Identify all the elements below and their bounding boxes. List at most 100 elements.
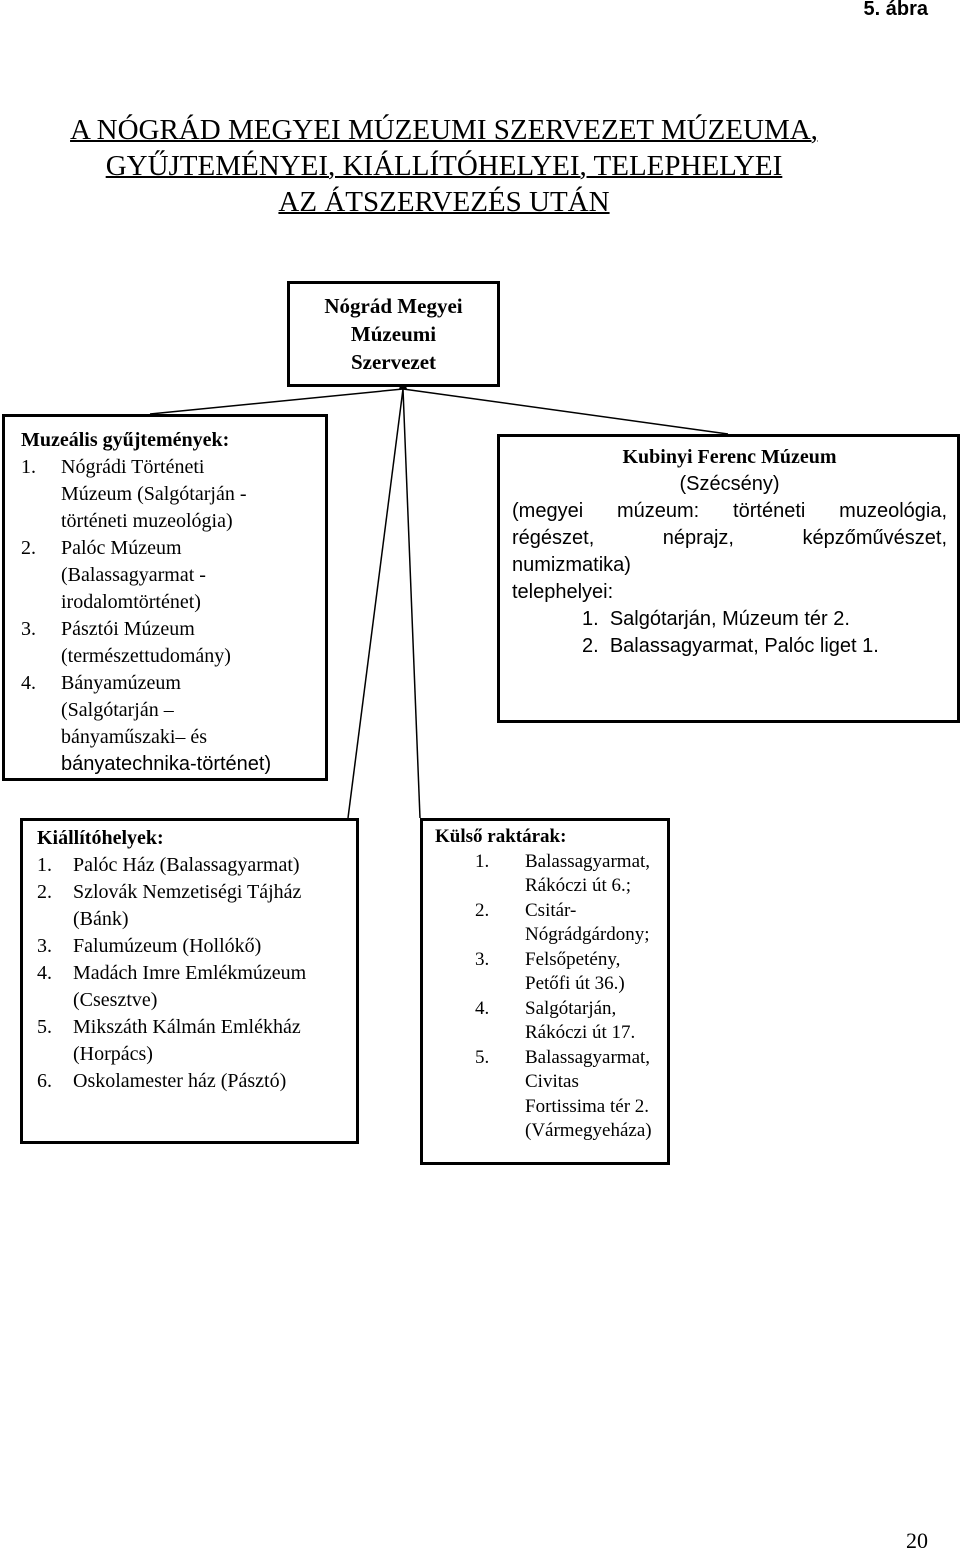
item-line: Rákóczi út 6.; <box>525 875 632 896</box>
item-number: 1. <box>37 854 52 876</box>
connector-root-to-storage <box>402 388 421 819</box>
item-line: történeti muzeológia) <box>61 510 233 532</box>
item-line: Múzeum (Salgótarján - <box>61 483 247 505</box>
connector-root-to-collections <box>149 388 404 415</box>
item-number: 6. <box>37 1070 52 1092</box>
item-text: Bányamúzeum (Salgótarján – bányaműszaki–… <box>61 670 271 778</box>
item-line: Bányamúzeum <box>61 672 181 694</box>
list-item: 6. Oskolamester ház (Pásztó) <box>37 1068 356 1095</box>
kubinyi-desc-line-1: (megyei múzeum: történeti muzeológia, <box>512 500 947 522</box>
item-number: 5. <box>475 1046 490 1068</box>
collections-list: 1. Nógrádi Történeti Múzeum (Salgótarján… <box>21 454 325 778</box>
item-text: Madách Imre Emlékmúzeum (Csesztve) <box>73 960 306 1014</box>
list-item: 2. Szlovák Nemzetiségi Tájház (Bánk) <box>37 879 356 933</box>
item-line: (Balassagyarmat - <box>61 564 206 586</box>
title-line-1: A NÓGRÁD MEGYEI MÚZEUMI SZERVEZET MÚZEUM… <box>70 114 818 146</box>
item-number: 2. <box>582 635 599 657</box>
kubinyi-title: Kubinyi Ferenc Múzeum <box>622 446 837 468</box>
item-number: 1. <box>582 608 599 630</box>
item-line: (Vármegyeháza) <box>525 1120 652 1141</box>
item-line: Palóc Ház (Balassagyarmat) <box>73 854 300 876</box>
item-line: Oskolamester ház (Pásztó) <box>73 1070 287 1092</box>
list-item: 5. Mikszáth Kálmán Emlékház (Horpács) <box>37 1014 356 1068</box>
list-item: 3. Falumúzeum (Hollókő) <box>37 933 356 960</box>
kubinyi-subtitle: (Szécsény) <box>679 473 780 495</box>
list-item: 1. Salgótarján, Múzeum tér 2. <box>512 606 947 633</box>
figure-label: 5. ábra <box>863 0 928 20</box>
item-text: Szlovák Nemzetiségi Tájház (Bánk) <box>73 879 301 933</box>
kubinyi-sites-list: 1. Salgótarján, Múzeum tér 2. 2. Balassa… <box>512 606 947 660</box>
page-number: 20 <box>906 1528 928 1553</box>
exhibitions-title: Kiállítóhelyek: <box>37 827 164 849</box>
item-line: irodalomtörténet) <box>61 591 201 613</box>
item-text: Mikszáth Kálmán Emlékház (Horpács) <box>73 1014 301 1068</box>
page-title: A NÓGRÁD MEGYEI MÚZEUMI SZERVEZET MÚZEUM… <box>0 112 888 220</box>
list-item: 2. Csitár- Nógrádgárdony; <box>435 899 667 948</box>
item-number: 2. <box>21 537 36 559</box>
item-line: Mikszáth Kálmán Emlékház <box>73 1016 301 1038</box>
item-line: Civitas <box>525 1071 579 1092</box>
storage-title: Külső raktárak: <box>435 826 567 847</box>
kubinyi-museum-box: Kubinyi Ferenc Múzeum (Szécsény) (megyei… <box>497 434 960 723</box>
root-line-3: Szervezet <box>350 350 437 374</box>
item-number: 4. <box>475 997 490 1019</box>
item-line: Rákóczi út 17. <box>525 1022 636 1043</box>
item-line: Balassagyarmat, <box>525 1046 651 1068</box>
item-line: Nógrádi Történeti <box>61 456 205 478</box>
root-node-box: Nógrád Megyei Múzeumi Szervezet <box>287 281 500 387</box>
list-item: 4. Madách Imre Emlékmúzeum (Csesztve) <box>37 960 356 1014</box>
item-line: Szlovák Nemzetiségi Tájház <box>73 881 302 903</box>
item-line: Falumúzeum (Hollókő) <box>73 935 262 957</box>
item-line: (Bánk) <box>73 908 129 930</box>
item-line: (Csesztve) <box>73 989 158 1011</box>
list-item: 4. Bányamúzeum (Salgótarján – bányaműsza… <box>21 670 325 778</box>
exhibitions-list: 1. Palóc Ház (Balassagyarmat) 2. Szlovák… <box>37 852 356 1095</box>
item-text: Balassagyarmat, Rákóczi út 6.; <box>525 850 650 899</box>
item-line: Pásztói Múzeum <box>61 618 195 640</box>
item-line: (természettudomány) <box>61 645 231 667</box>
item-line: Fortissima tér 2. <box>525 1095 650 1117</box>
list-item: 1. Balassagyarmat, Rákóczi út 6.; <box>435 850 667 899</box>
item-text: Balassagyarmat, Civitas Fortissima tér 2… <box>525 1046 652 1144</box>
item-number: 3. <box>37 935 52 957</box>
item-line: Balassagyarmat, <box>525 850 651 872</box>
item-text: Csitár- Nógrádgárdony; <box>525 899 650 948</box>
list-item: 3. Pásztói Múzeum (természettudomány) <box>21 616 325 670</box>
title-line-2: GYŰJTEMÉNYEI, KIÁLLÍTÓHELYEI, TELEPHELYE… <box>105 150 783 182</box>
item-text: Oskolamester ház (Pásztó) <box>73 1068 286 1095</box>
exhibitions-box: Kiállítóhelyek: 1. Palóc Ház (Balassagya… <box>20 818 359 1144</box>
list-item: 4. Salgótarján, Rákóczi út 17. <box>435 997 667 1046</box>
item-line: bányatechnika-történet) <box>61 753 272 775</box>
item-text: Falumúzeum (Hollókő) <box>73 933 261 960</box>
item-text: Palóc Ház (Balassagyarmat) <box>73 852 300 879</box>
item-line: Madách Imre Emlékmúzeum <box>73 962 307 984</box>
item-number: 4. <box>21 672 36 694</box>
item-line: bányaműszaki– és <box>61 726 208 748</box>
item-line: Salgótarján, <box>525 997 617 1019</box>
item-number: 2. <box>37 881 52 903</box>
item-number: 4. <box>37 962 52 984</box>
item-line: Palóc Múzeum <box>61 537 182 559</box>
root-line-2: Múzeumi <box>350 322 437 346</box>
item-line: Nógrádgárdony; <box>525 924 650 945</box>
storage-list: 1. Balassagyarmat, Rákóczi út 6.; 2. Csi… <box>435 850 667 1144</box>
collections-title: Muzeális gyűjtemények: <box>21 429 230 451</box>
item-number: 1. <box>475 850 490 872</box>
item-number: 1. <box>21 456 36 478</box>
item-line: (Salgótarján – <box>61 699 174 721</box>
connector-root-to-kubinyi <box>402 388 729 435</box>
list-item: 2. Palóc Múzeum (Balassagyarmat - irodal… <box>21 535 325 616</box>
item-line: Csitár- <box>525 899 577 921</box>
item-line: Petőfi út 36.) <box>525 973 625 994</box>
item-text: Felsőpetény, Petőfi út 36.) <box>525 948 625 997</box>
list-item: 1. Nógrádi Történeti Múzeum (Salgótarján… <box>21 454 325 535</box>
item-line: Felsőpetény, <box>525 948 621 970</box>
list-item: 3. Felsőpetény, Petőfi út 36.) <box>435 948 667 997</box>
item-line: (Horpács) <box>73 1043 153 1065</box>
storage-box: Külső raktárak: 1. Balassagyarmat, Rákóc… <box>420 818 670 1165</box>
collections-box: Muzeális gyűjtemények: 1. Nógrádi Történ… <box>2 414 328 781</box>
item-number: 5. <box>37 1016 52 1038</box>
item-text: Salgótarján, Rákóczi út 17. <box>525 997 635 1046</box>
item-text: Nógrádi Történeti Múzeum (Salgótarján - … <box>61 454 247 535</box>
